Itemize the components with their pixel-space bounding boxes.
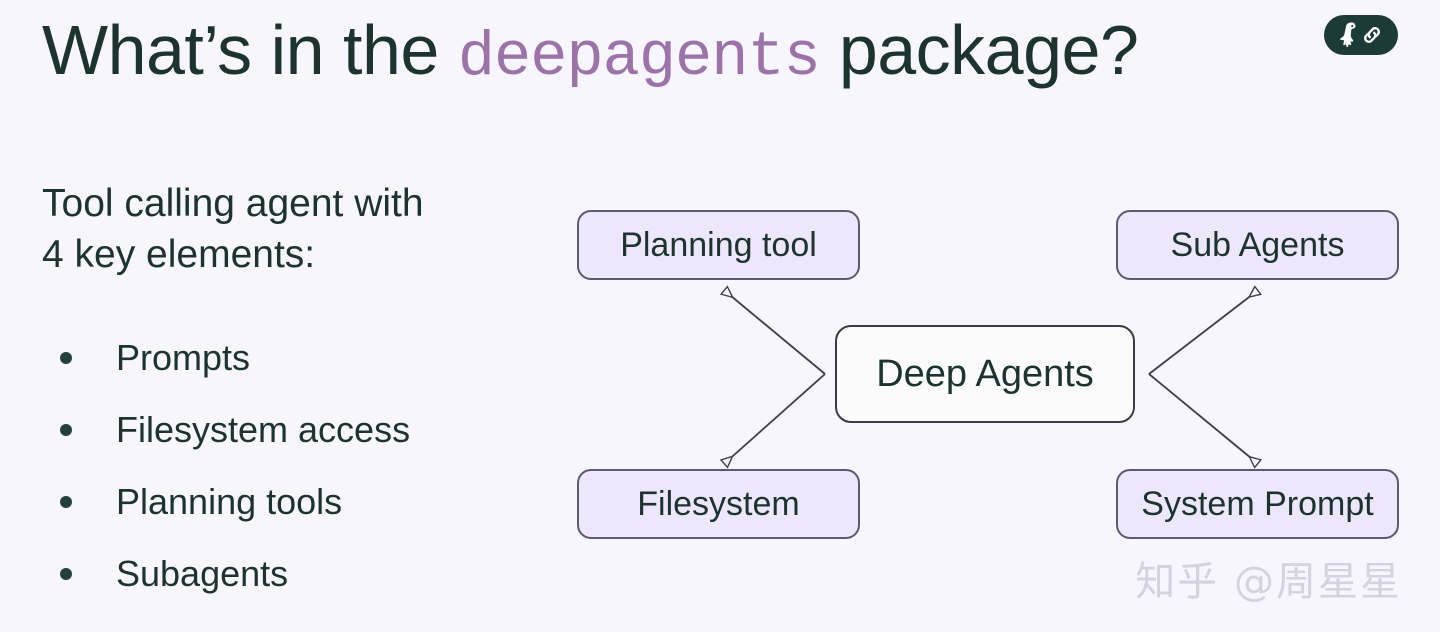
link-icon [1364,27,1380,43]
bullet-dot-icon [60,352,72,364]
list-item: Planning tools [42,466,512,538]
edge-to-planning-tool [725,291,826,375]
title-part-2: package? [819,11,1139,89]
node-label: Sub Agents [1170,226,1345,264]
bullet-dot-icon [60,424,72,436]
list-item-label: Planning tools [116,481,343,522]
edge-to-system-prompt [1148,373,1257,463]
node-label: Planning tool [620,226,817,264]
lead-line-2: 4 key elements: [42,233,316,276]
node-deep-agents[interactable]: Deep Agents [835,325,1135,423]
langchain-logo [1324,15,1398,55]
list-item-label: Filesystem access [116,409,411,450]
list-item-label: Prompts [116,337,251,378]
node-filesystem[interactable]: Filesystem [577,469,860,539]
lead-line-1: Tool calling agent with [42,182,424,225]
list-item: Prompts [42,322,512,394]
bullet-dot-icon [60,496,72,508]
title-package-name: deepagents [457,22,821,93]
node-sub-agents[interactable]: Sub Agents [1116,210,1399,280]
node-system-prompt[interactable]: System Prompt [1116,469,1399,539]
node-label: Deep Agents [876,353,1094,395]
edge-to-filesystem [725,373,826,463]
list-item: Subagents [42,538,512,610]
list-item: Filesystem access [42,394,512,466]
node-label: Filesystem [637,485,800,523]
watermark: 知乎 @周星星 [1135,559,1402,605]
list-item-label: Subagents [116,553,289,594]
diagram-connectors [520,150,1440,580]
parrot-icon [1340,22,1356,47]
title-part-1: What’s in the [42,11,458,89]
edge-to-sub-agents [1148,291,1257,375]
deep-agents-diagram: Planning tool Sub Agents Filesystem Syst… [520,150,1440,580]
bullet-dot-icon [60,568,72,580]
key-elements-list: Prompts Filesystem access Planning tools… [42,322,512,610]
lead-paragraph: Tool calling agent with 4 key elements: [42,178,482,280]
page-title: What’s in the deepagents package? [42,6,1139,102]
node-planning-tool[interactable]: Planning tool [577,210,860,280]
node-label: System Prompt [1141,485,1374,523]
